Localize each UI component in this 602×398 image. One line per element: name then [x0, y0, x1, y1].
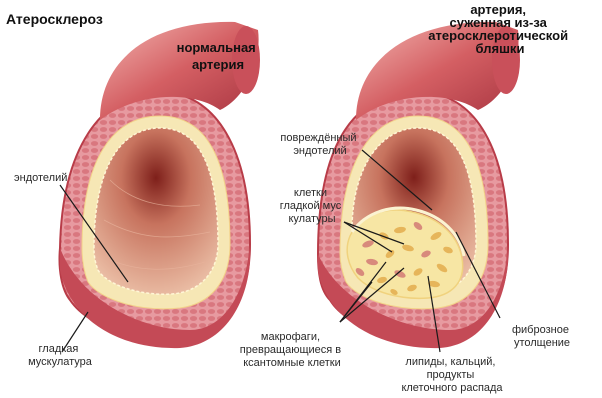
- label-lipids: липиды, кальций, продукты клеточного рас…: [401, 356, 503, 394]
- diagram-title: Атеросклероз: [6, 11, 103, 27]
- label-smooth-muscle: гладкая мускулатура: [28, 343, 93, 368]
- label-fibrous-thickening: фиброзное утолщение: [512, 324, 572, 349]
- label-macrophages: макрофаги, превращающиеся в ксантомные к…: [240, 331, 344, 369]
- label-endothelium: эндотелий: [14, 172, 67, 184]
